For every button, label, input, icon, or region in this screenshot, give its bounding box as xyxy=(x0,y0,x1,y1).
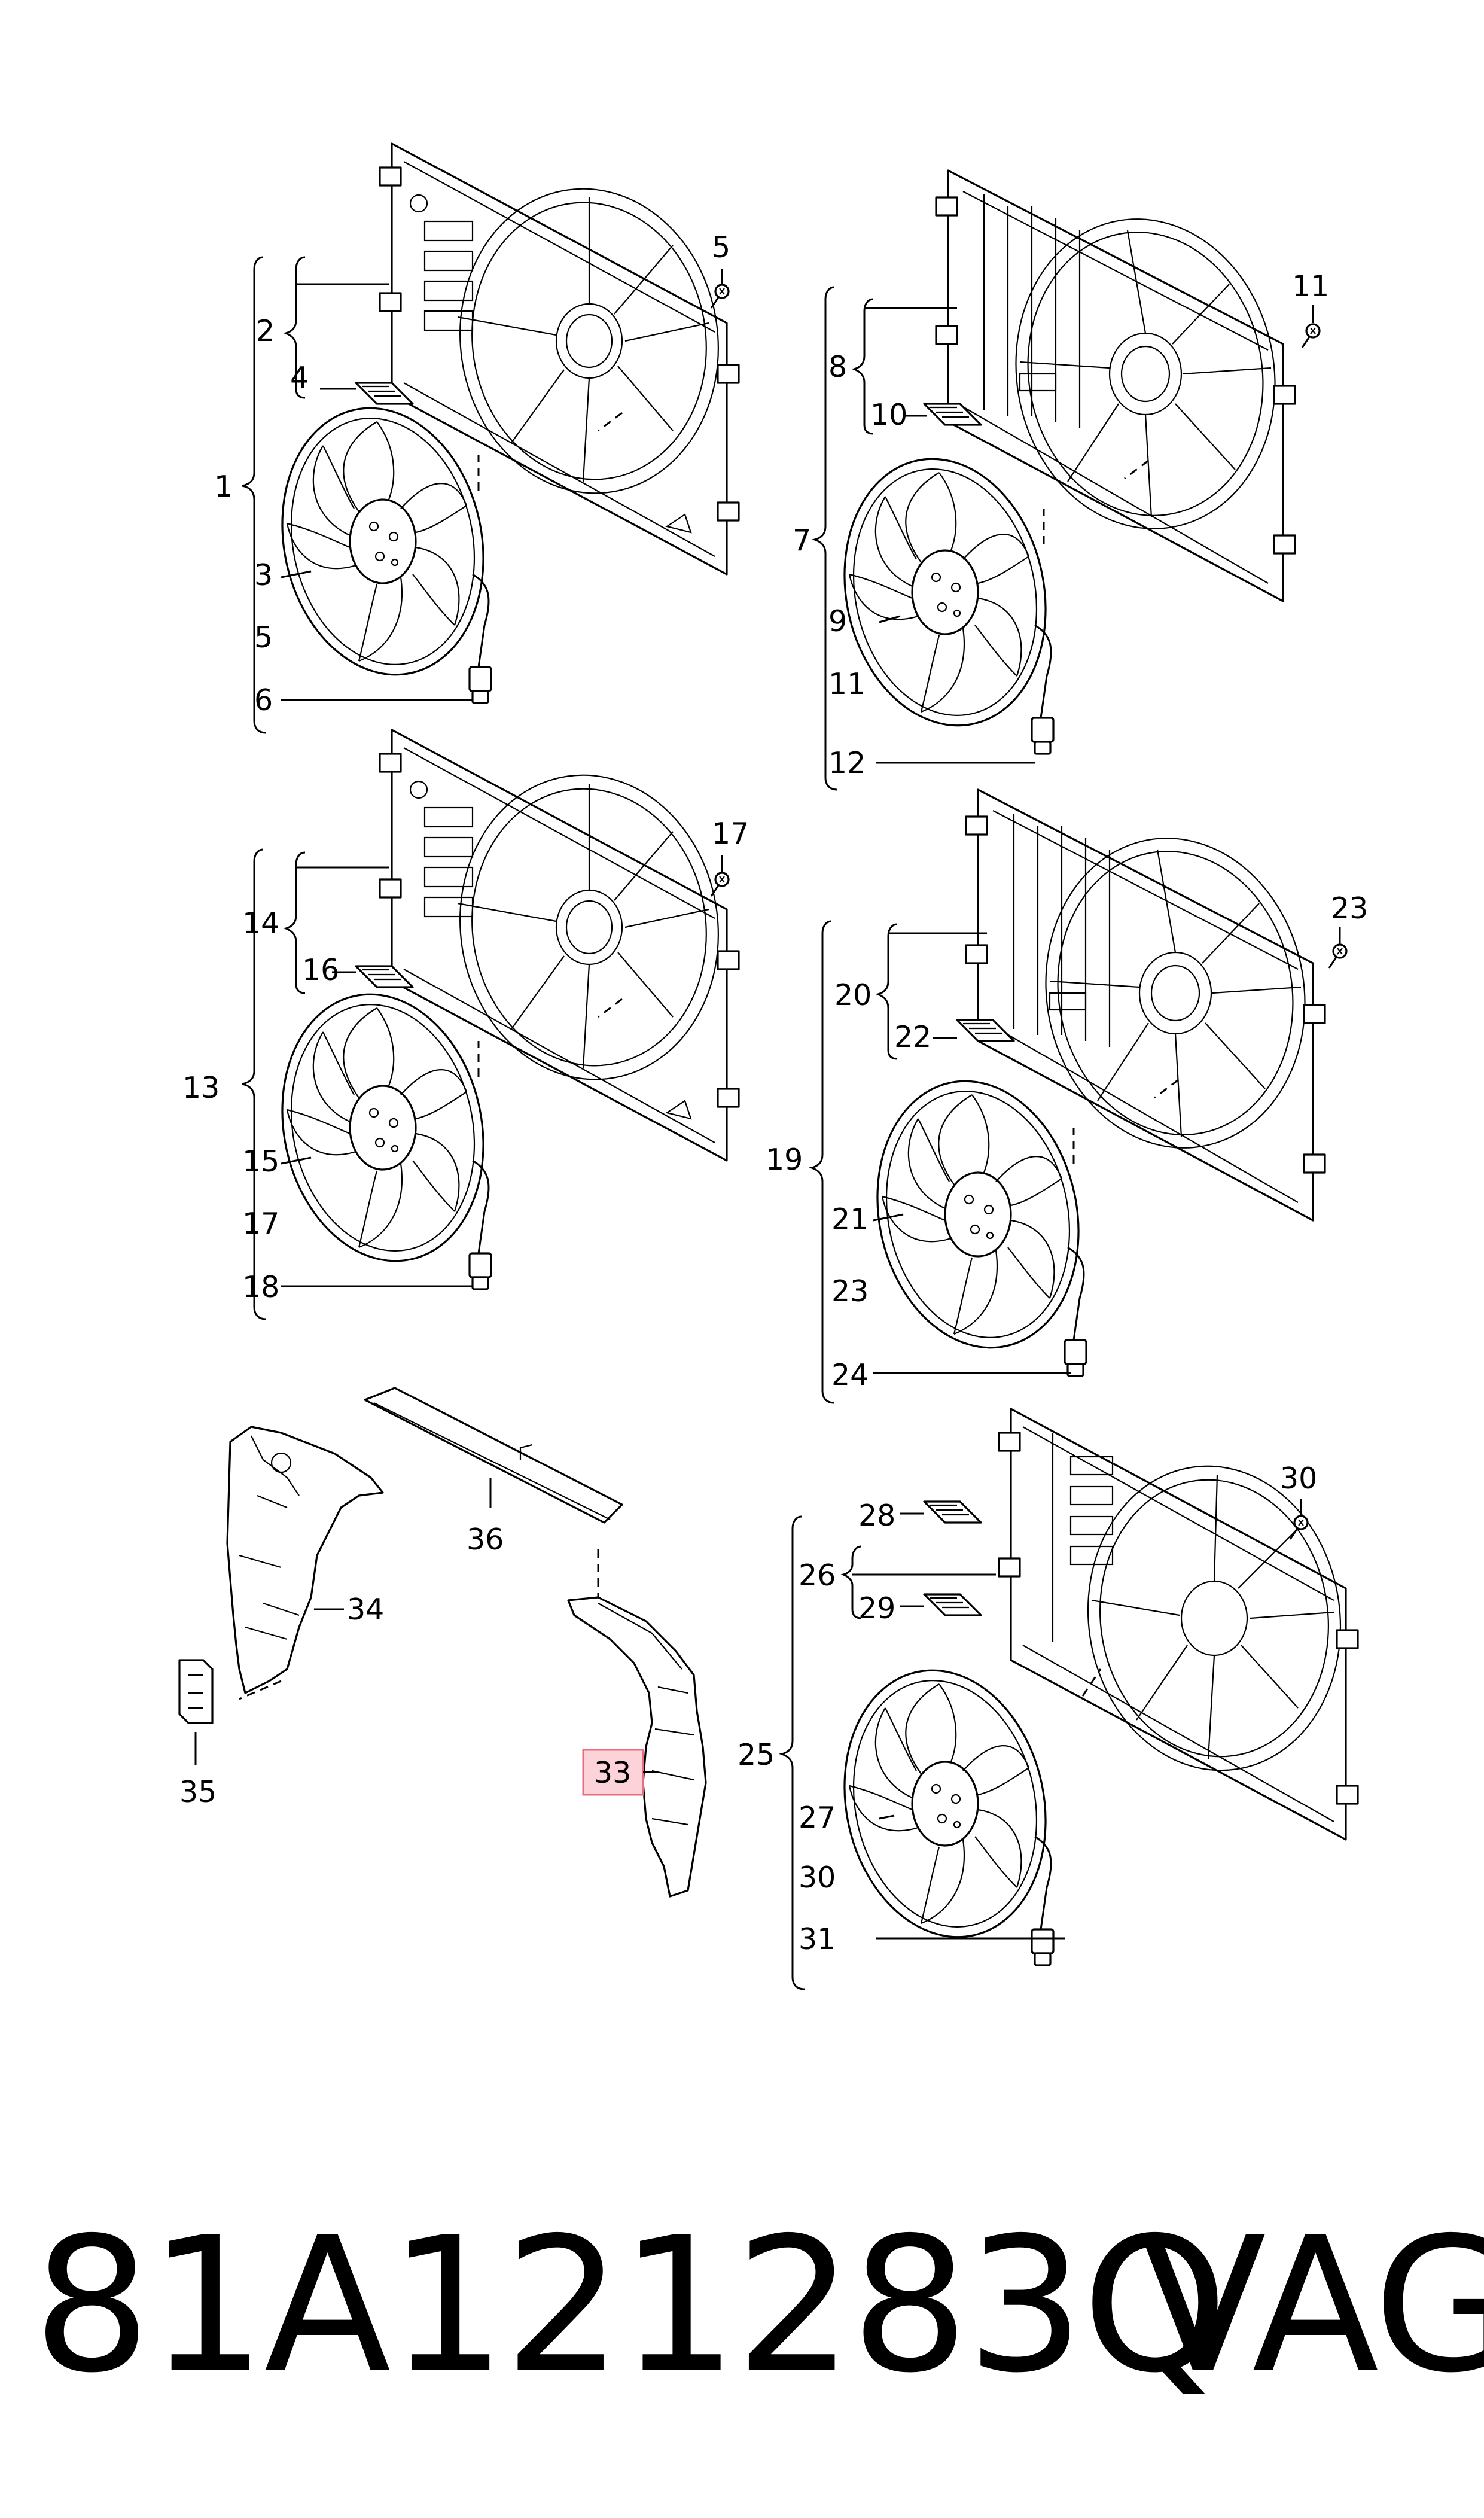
callout-29: 29 xyxy=(858,1591,895,1625)
callout-5: 5 xyxy=(712,230,730,264)
callout-16: 16 xyxy=(302,953,339,987)
callout-17b: 17 xyxy=(242,1207,279,1241)
callout-13: 13 xyxy=(182,1071,220,1105)
callout-1: 1 xyxy=(214,470,233,504)
callout-17: 17 xyxy=(712,817,749,851)
callout-14: 14 xyxy=(242,906,279,940)
callout-26: 26 xyxy=(799,1558,836,1593)
assembly-1: 1 2 3 4 5 5 6 xyxy=(214,142,740,734)
callout-9: 9 xyxy=(828,604,847,638)
callout-23b: 23 xyxy=(831,1274,869,1308)
callout-6: 6 xyxy=(254,683,273,717)
part-number: 81A121283Q xyxy=(33,2198,1228,2414)
callout-10: 10 xyxy=(870,398,907,432)
callout-36: 36 xyxy=(467,1523,504,1557)
callout-33: 33 xyxy=(594,1756,631,1790)
assembly-7: 7 8 9 10 11 11 12 xyxy=(793,169,1329,791)
callout-18: 18 xyxy=(242,1270,279,1304)
brand-name: VAG xyxy=(1139,2198,1484,2414)
callout-12: 12 xyxy=(828,746,866,780)
callout-19: 19 xyxy=(766,1143,803,1177)
assembly-19: 19 20 21 22 23 23 24 xyxy=(766,788,1368,1404)
callout-5b: 5 xyxy=(254,620,273,654)
callout-24: 24 xyxy=(831,1358,869,1392)
callout-21: 21 xyxy=(831,1202,869,1237)
callout-11b: 11 xyxy=(828,667,866,701)
air-ducts: 36 34 35 33 xyxy=(178,1387,707,1898)
assembly-25: 25 26 27 28 29 30 30 31 xyxy=(738,1408,1359,1990)
callout-22: 22 xyxy=(894,1020,931,1054)
callout-34: 34 xyxy=(347,1593,384,1627)
callout-8: 8 xyxy=(828,350,847,384)
callout-23: 23 xyxy=(1331,891,1368,925)
callout-31: 31 xyxy=(799,1922,836,1956)
callout-28: 28 xyxy=(858,1499,895,1533)
assembly-13: 13 14 15 16 17 17 18 xyxy=(182,729,749,1320)
callout-20: 20 xyxy=(834,978,871,1012)
callout-33-highlight xyxy=(582,1749,644,1796)
callout-15: 15 xyxy=(242,1144,279,1179)
callout-30: 30 xyxy=(1280,1462,1317,1496)
callout-4: 4 xyxy=(290,361,309,395)
callout-35: 35 xyxy=(179,1775,217,1809)
callout-3: 3 xyxy=(254,558,273,592)
callout-11: 11 xyxy=(1292,269,1329,303)
callout-27: 27 xyxy=(799,1801,836,1835)
callout-25: 25 xyxy=(738,1738,775,1772)
callout-30b: 30 xyxy=(799,1861,836,1895)
exploded-view-svg: 1 2 3 4 5 5 6 7 8 9 10 11 11 12 13 14 xyxy=(178,142,1368,1990)
callout-2: 2 xyxy=(256,314,275,348)
callout-7: 7 xyxy=(793,523,811,558)
